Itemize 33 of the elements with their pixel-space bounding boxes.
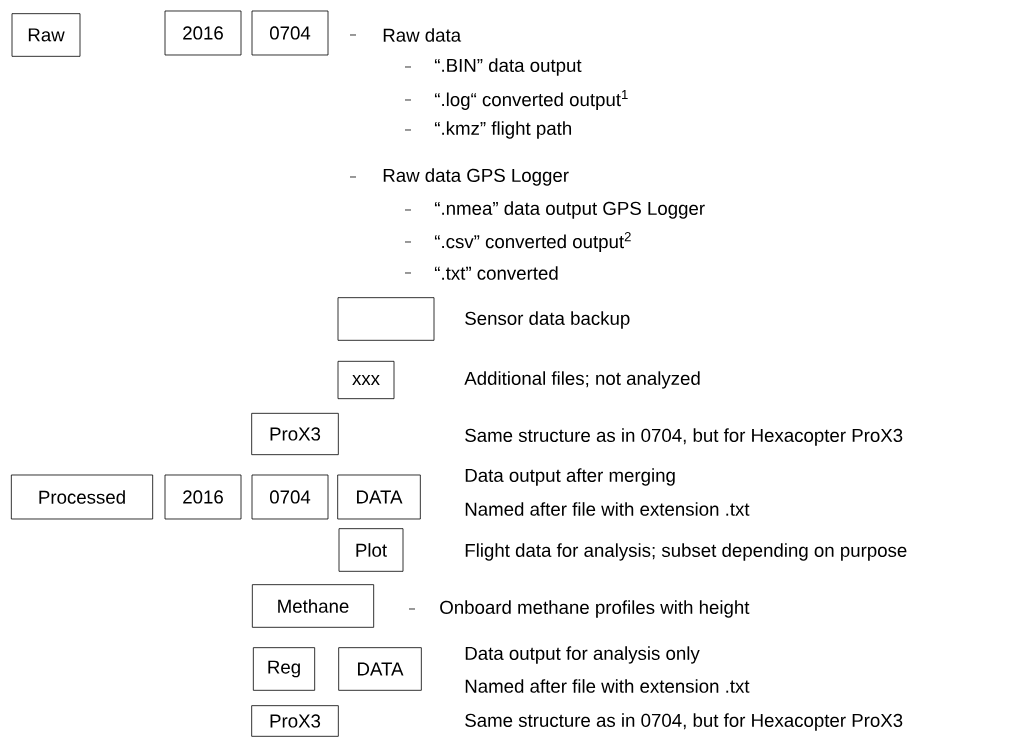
list-item: “.log“ converted output$^{1}$ bbox=[434, 90, 628, 110]
description-text: Data output after merging bbox=[465, 468, 675, 486]
list-item: Raw data GPS Logger bbox=[383, 168, 569, 186]
description-text: Named after file with extension .txt bbox=[465, 502, 750, 516]
folder-box: 0704 bbox=[251, 474, 329, 520]
folder-box: 2016 bbox=[164, 10, 242, 56]
list-item: Same structure as in 0704, but for Hexacopter ProX3 bbox=[465, 713, 903, 731]
list-item: “.txt” converted bbox=[434, 266, 558, 280]
list-item: Onboard methane profiles with height bbox=[440, 600, 750, 618]
folder-box: Raw bbox=[11, 13, 81, 57]
description-text: Named after file with extension .txt bbox=[465, 679, 750, 693]
list-item: “.BIN” data output bbox=[434, 58, 582, 76]
folder-box: DATA bbox=[338, 647, 422, 691]
description-text: Data output for analysis only bbox=[465, 646, 700, 664]
folder-box: xxx bbox=[337, 360, 395, 400]
folder-box: ProX3 bbox=[251, 412, 339, 456]
folder-box: DATA bbox=[337, 474, 421, 520]
description-text: Flight data for analysis; subset depending on purpose bbox=[465, 543, 907, 561]
folder-box: Plot bbox=[338, 528, 404, 572]
folder-box: ProX3 bbox=[251, 705, 339, 737]
list-item: “.nmea” data output GPS Logger bbox=[434, 201, 705, 219]
list-item: “.kmz” flight path bbox=[434, 121, 571, 139]
folder-box: 2016 bbox=[164, 474, 242, 520]
list-item: Raw data bbox=[383, 28, 462, 42]
folder-box: 0704 bbox=[251, 10, 329, 56]
folder-box: Methane bbox=[251, 584, 375, 628]
list-item: Same structure as in 0704, but for Hexacopter ProX3 bbox=[465, 428, 903, 446]
folder-box bbox=[337, 297, 435, 341]
description-text: Sensor data backup bbox=[465, 311, 630, 329]
description-text: Additional files; not analyzed bbox=[464, 371, 700, 389]
folder-box: Reg bbox=[252, 647, 316, 691]
folder-box: Processed bbox=[10, 474, 154, 520]
list-item: “.csv” converted output$^{2}$ bbox=[434, 232, 631, 252]
